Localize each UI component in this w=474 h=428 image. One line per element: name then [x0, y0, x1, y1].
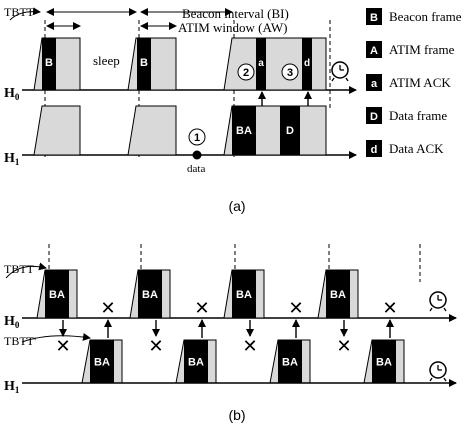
h1-window-3: BA D: [223, 105, 327, 156]
tbtt-prime-label: TBTT': [4, 334, 36, 348]
h0-window-1: B: [33, 37, 81, 91]
sleep-label: sleep: [93, 53, 120, 68]
h1-ba-window: BA: [175, 339, 217, 384]
h1-ba-window: BA: [363, 339, 405, 384]
h0-data-ack: d: [304, 58, 310, 69]
collision-x-icon: ✕: [194, 298, 209, 319]
collision-x-icon: ✕: [288, 298, 303, 319]
step-3-circle: 3: [281, 63, 299, 81]
bi-label: Beacon interval (BI): [182, 6, 289, 21]
h0-ba-window: BA: [223, 269, 265, 319]
legend-key: B: [370, 12, 378, 24]
ba-frame-label: BA: [188, 357, 204, 369]
legend-swatch: [366, 41, 382, 58]
legend-swatch: [366, 107, 382, 124]
caption-b: (b): [228, 407, 245, 423]
h1-ba-window: BA: [269, 339, 311, 384]
h0-ba-window: BA: [317, 269, 359, 319]
ba-frame-label: BA: [142, 289, 158, 301]
diagram-b: TBTT H0 BA✕BA✕BA✕BA✕ BA✕BA✕BA✕BA✕ TBTT' …: [4, 244, 457, 423]
tbtt-arrow-a: [9, 7, 41, 21]
legend-swatch: [366, 74, 382, 91]
ba-frame-label: BA: [49, 289, 65, 301]
h1-data-frame: D: [286, 125, 294, 137]
aw-label: ATIM window (AW): [178, 20, 287, 35]
step-1-circle: 1: [188, 128, 206, 146]
collision-x-icon: ✕: [382, 298, 397, 319]
legend-item: B Beacon frame: [366, 8, 462, 25]
h0-beacon-b-1: B: [45, 57, 53, 69]
clock-icon: [429, 291, 447, 312]
diagram-a: TBTT Beacon interval (BI) ATIM window (A…: [4, 5, 357, 214]
h1-label-b: H1: [4, 379, 20, 395]
ba-frame-label: BA: [236, 289, 252, 301]
legend-swatch: [366, 140, 382, 157]
svg-text:3: 3: [287, 67, 293, 79]
h1-window-2: [127, 105, 177, 156]
step-2-circle: 2: [237, 63, 255, 81]
collision-x-icon: ✕: [100, 298, 115, 319]
legend-label: ATIM ACK: [389, 75, 451, 90]
tbtt-arrow-b: [5, 262, 47, 279]
svg-text:2: 2: [243, 67, 249, 79]
legend-key: A: [370, 45, 378, 57]
h1-b-windows: BA ✕ BA ✕ BA ✕ BA ✕: [81, 298, 405, 384]
ba-frame-label: BA: [94, 357, 110, 369]
clock-icon: [429, 361, 447, 382]
ba-frame-label: BA: [282, 357, 298, 369]
h0-atim-ack: a: [258, 58, 264, 69]
tbtt-label-a: TBTT: [4, 5, 35, 19]
h1-label-a: H1: [4, 151, 20, 167]
h0-ba-window: BA: [129, 269, 171, 319]
h1-window-1: [33, 105, 81, 156]
tbtt-prime-arrow: [21, 333, 91, 343]
legend-label: Data ACK: [389, 141, 444, 156]
legend-item: A ATIM frame: [366, 41, 455, 58]
legend-item: d Data ACK: [366, 140, 444, 157]
legend-swatch: [366, 8, 382, 25]
legend-item: a ATIM ACK: [366, 74, 451, 91]
h0-label-a: H0: [4, 86, 20, 102]
ba-frame-label: BA: [330, 289, 346, 301]
caption-a: (a): [228, 198, 245, 214]
clock-icon: [331, 61, 349, 82]
h0-window-2: B: [127, 37, 177, 91]
collision-x-icon: ✕: [148, 336, 163, 357]
h1-ba-window: BA: [81, 339, 123, 384]
collision-x-icon: ✕: [242, 336, 257, 357]
h0-ba-window: BA: [36, 269, 78, 319]
h0-window-3: a d: [223, 37, 327, 91]
h1-beacon-atim: BA: [236, 125, 252, 137]
legend-key: d: [371, 144, 378, 156]
legend-key: a: [371, 78, 378, 90]
legend-item: D Data frame: [366, 107, 447, 124]
legend-label: Beacon frame: [389, 9, 462, 24]
legend-label: Data frame: [389, 108, 447, 123]
h0-b-windows: BA ✕ BA ✕ BA ✕ BA ✕: [36, 269, 359, 357]
collision-x-icon: ✕: [336, 336, 351, 357]
legend-label: ATIM frame: [389, 42, 455, 57]
h0-beacon-b-2: B: [140, 57, 148, 69]
svg-text:1: 1: [194, 132, 200, 144]
collision-x-icon: ✕: [55, 336, 70, 357]
data-arrival-dot: [192, 150, 202, 160]
data-label: data: [187, 163, 205, 175]
h0-label-b: H0: [4, 314, 20, 330]
ba-frame-label: BA: [376, 357, 392, 369]
legend-key: D: [370, 111, 378, 123]
